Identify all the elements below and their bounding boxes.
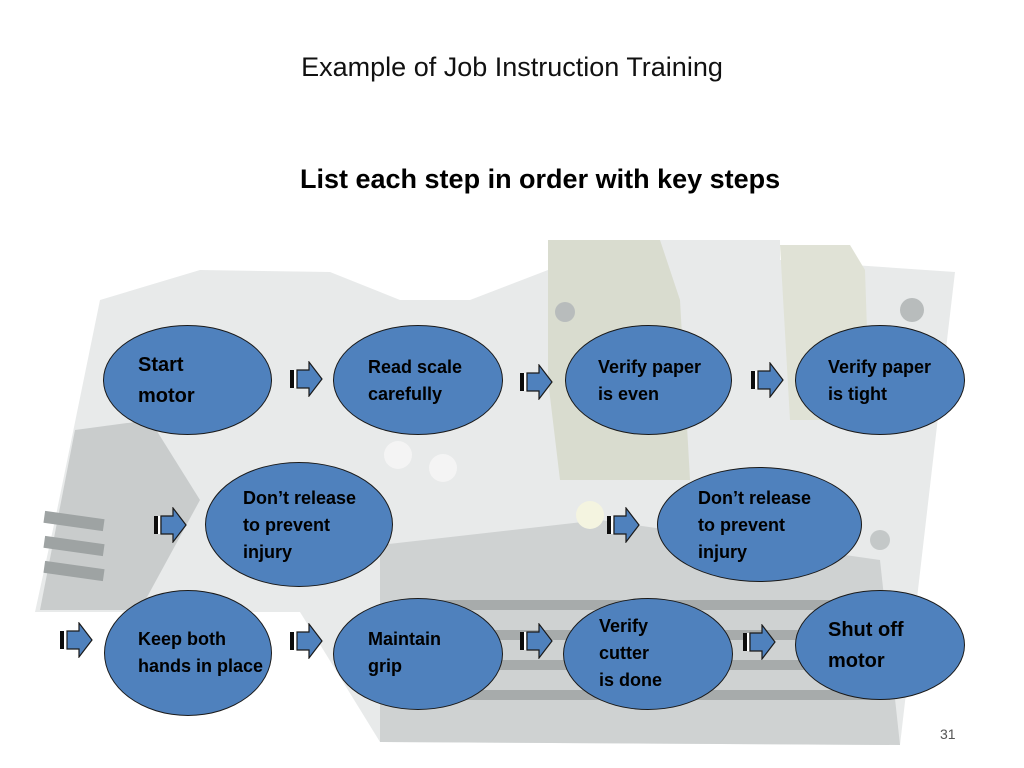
step-verify-paper-even: Verify paper is even bbox=[565, 325, 732, 435]
arrow-right-icon bbox=[290, 623, 323, 659]
step-verify-cutter: Verify cutter is done bbox=[563, 598, 733, 710]
arrow-right-icon bbox=[60, 622, 93, 658]
slide-subtitle: List each step in order with key steps bbox=[300, 164, 781, 194]
step-keep-hands: Keep both hands in place bbox=[104, 590, 272, 716]
step-label: Maintain grip bbox=[368, 629, 442, 676]
step-label: Start motor bbox=[138, 354, 195, 407]
step-maintain-grip: Maintain grip bbox=[333, 598, 503, 710]
arrow-right-icon bbox=[290, 361, 323, 397]
step-dont-release-2: Don’t release to prevent injury bbox=[657, 467, 862, 582]
step-shut-off-motor: Shut off motor bbox=[795, 590, 965, 700]
step-label: Don’t release to prevent injury bbox=[243, 488, 357, 562]
step-label: Keep both hands in place bbox=[138, 629, 264, 676]
slide-title: Example of Job Instruction Training bbox=[301, 52, 723, 82]
step-label: Verify paper is even bbox=[598, 357, 702, 404]
step-label: Read scale carefully bbox=[368, 357, 463, 404]
step-start-motor: Start motor bbox=[103, 325, 272, 435]
step-label: Verify cutter is done bbox=[599, 616, 663, 690]
step-verify-paper-tight: Verify paper is tight bbox=[795, 325, 965, 435]
step-label: Don’t release to prevent injury bbox=[698, 488, 812, 562]
arrow-right-icon bbox=[751, 362, 784, 398]
step-label: Verify paper is tight bbox=[828, 357, 932, 404]
step-read-scale: Read scale carefully bbox=[333, 325, 503, 435]
page-number: 31 bbox=[940, 726, 956, 742]
arrow-right-icon bbox=[154, 507, 187, 543]
step-dont-release-1: Don’t release to prevent injury bbox=[205, 462, 393, 587]
step-label: Shut off motor bbox=[828, 619, 904, 672]
arrow-right-icon bbox=[743, 624, 776, 660]
arrow-right-icon bbox=[520, 623, 553, 659]
arrow-right-icon bbox=[607, 507, 640, 543]
arrow-right-icon bbox=[520, 364, 553, 400]
